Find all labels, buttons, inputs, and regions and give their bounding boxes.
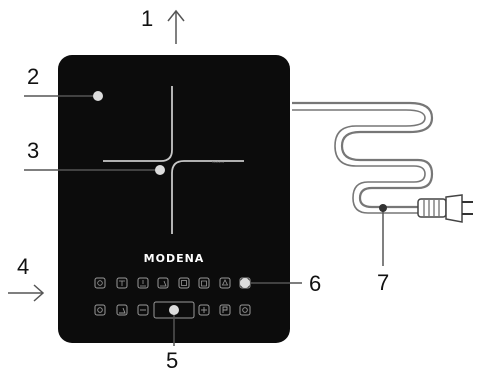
callout-2: 2 <box>27 64 40 89</box>
increase-button[interactable] <box>198 304 210 316</box>
callout-5: 5 <box>166 348 179 373</box>
stir-fry-icon[interactable] <box>157 277 169 289</box>
power-icon[interactable] <box>94 277 106 289</box>
menu-icon[interactable] <box>239 304 251 316</box>
callout-4: 4 <box>17 254 30 279</box>
leader-dots <box>93 91 387 315</box>
decrease-button[interactable] <box>137 304 149 316</box>
fan-icon[interactable] <box>116 277 128 289</box>
settings-icon[interactable] <box>94 304 106 316</box>
callout-3: 3 <box>27 138 40 163</box>
wok-icon[interactable] <box>116 304 128 316</box>
leader-lines <box>8 9 384 346</box>
water-icon[interactable] <box>219 277 231 289</box>
steam-icon[interactable] <box>178 277 190 289</box>
brand-logo: MODENA <box>144 252 205 265</box>
row2-glyphs <box>97 306 248 314</box>
callout-6: 6 <box>309 271 322 296</box>
power-plug <box>417 194 473 223</box>
boil-icon[interactable] <box>198 277 210 289</box>
glass-cooktop <box>58 55 290 343</box>
callout-1: 1 <box>141 6 154 31</box>
zone-marking-text: Modena <box>212 160 224 164</box>
callout-7: 7 <box>377 270 390 295</box>
lock-icon[interactable] <box>219 304 231 316</box>
power-cord <box>292 101 434 214</box>
cooking-zone-marking <box>103 86 244 234</box>
fry-icon[interactable] <box>137 277 149 289</box>
